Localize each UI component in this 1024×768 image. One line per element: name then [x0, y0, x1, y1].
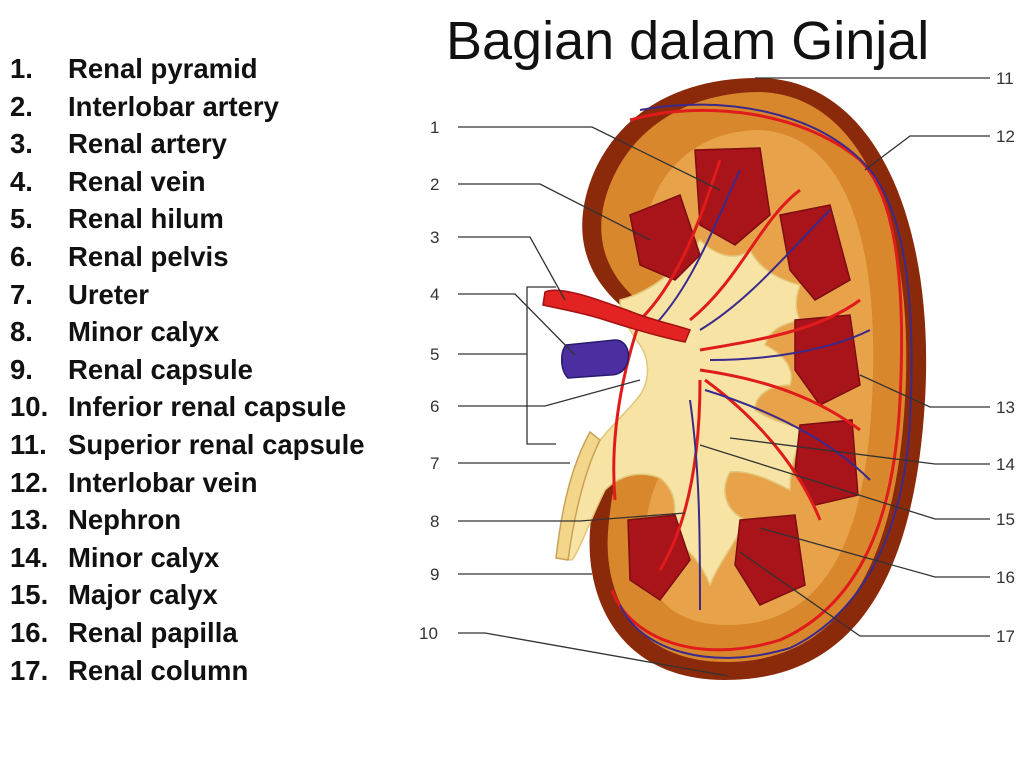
legend-label: Ureter [68, 278, 150, 310]
callout-number: 3 [430, 228, 439, 247]
legend-number: 2. [10, 90, 33, 122]
callout-number: 8 [430, 512, 439, 531]
legend-item: 16. Renal papilla [10, 614, 365, 652]
leader-line-10 [458, 632, 729, 677]
legend-label: Renal vein [68, 165, 206, 197]
legend-number: 4. [10, 165, 33, 197]
renal-artery-shape [542, 289, 692, 343]
callout-number: 10 [419, 624, 438, 643]
leader-lines [458, 77, 990, 677]
legend-label: Nephron [68, 504, 182, 536]
callout-number: 9 [430, 565, 439, 584]
legend-label: Minor calyx [68, 541, 220, 573]
leader-line-3 [458, 236, 566, 301]
leader-line-4 [458, 293, 576, 356]
legend-number: 12. [10, 466, 49, 498]
legend-label: Renal papilla [68, 616, 238, 648]
leader-line-16 [759, 527, 990, 578]
legend-item: 15. Major calyx [10, 576, 365, 614]
legend-item: 10. Inferior renal capsule [10, 388, 365, 426]
legend-item: 12. Interlobar vein [10, 464, 365, 502]
legend-label: Inferior renal capsule [68, 391, 347, 423]
legend-number: 5. [10, 203, 33, 235]
legend-number: 16. [10, 616, 49, 648]
legend-number: 13. [10, 504, 49, 536]
legend-number: 9. [10, 353, 33, 385]
legend-item: 8. Minor calyx [10, 313, 365, 351]
renal-pyramid [794, 314, 861, 406]
renal-vein-shape [561, 339, 630, 379]
renal-pyramid [734, 514, 806, 606]
callout-number: 6 [430, 397, 439, 416]
leader-line-6 [458, 379, 641, 407]
legend-label: Renal pyramid [68, 53, 258, 84]
legend-label: Renal capsule [68, 353, 253, 385]
leader-line-15 [699, 444, 990, 520]
legend-list: 1. Renal pyramid 2. Interlobar artery 3. Re… [10, 50, 365, 689]
legend-item: 7. Ureter [10, 276, 365, 314]
callout-number: 12 [996, 127, 1015, 146]
legend-item: 1. Renal pyramid [10, 50, 365, 88]
legend-item: 3. Renal artery [10, 125, 365, 163]
legend-number: 1. [10, 53, 33, 84]
callout-number: 2 [430, 175, 439, 194]
legend-item: 11. Superior renal capsule [10, 426, 365, 464]
legend-label: Major calyx [68, 579, 218, 611]
legend-label: Interlobar vein [68, 466, 258, 498]
legend-item: 6. Renal pelvis [10, 238, 365, 276]
legend-label: Renal hilum [68, 203, 224, 235]
legend-item: 2. Interlobar artery [10, 88, 365, 126]
renal-pyramid [794, 419, 859, 506]
legend-number: 14. [10, 541, 49, 573]
legend-number: 8. [10, 316, 33, 348]
legend-item: 4. Renal vein [10, 163, 365, 201]
legend-label: Superior renal capsule [68, 428, 365, 460]
legend-item: 13. Nephron [10, 501, 365, 539]
leader-line-1 [458, 126, 721, 191]
legend-number: 10. [10, 391, 49, 423]
page-title: Bagian dalam Ginjal [446, 11, 930, 71]
legend-number: 6. [10, 240, 33, 272]
leader-line-5-bracket [526, 286, 556, 445]
leader-line-17 [739, 551, 990, 637]
leader-line-12 [864, 135, 990, 171]
callout-number: 17 [996, 627, 1015, 646]
callout-number: 13 [996, 398, 1015, 417]
callout-number: 15 [996, 510, 1015, 529]
callout-number: 5 [430, 345, 439, 364]
legend-number: 7. [10, 278, 33, 310]
legend-label: Renal artery [68, 128, 227, 160]
legend-label: Minor calyx [68, 316, 220, 348]
legend-number: 17. [10, 654, 49, 686]
renal-pyramid [694, 147, 771, 246]
legend-item: 14. Minor calyx [10, 539, 365, 577]
legend-number: 11. [10, 428, 47, 460]
legend-label: Renal column [68, 654, 249, 686]
ureter-shape [555, 430, 601, 561]
renal-veins-network [619, 103, 913, 659]
legend-label: Renal pelvis [68, 240, 229, 272]
callout-number: 1 [430, 118, 439, 137]
callout-number: 4 [430, 285, 439, 304]
legend-item: 5. Renal hilum [10, 200, 365, 238]
leader-line-13 [859, 374, 990, 408]
callout-number: 7 [430, 454, 439, 473]
callout-number: 14 [996, 455, 1015, 474]
legend-label: Interlobar artery [68, 90, 279, 122]
legend-item: 17. Renal column [10, 652, 365, 690]
renal-arteries [610, 108, 904, 652]
legend-number: 15. [10, 579, 49, 611]
leader-line-8 [458, 512, 686, 522]
callout-number: 11 [996, 69, 1014, 88]
legend-item: 9. Renal capsule [10, 351, 365, 389]
renal-pyramids [627, 147, 861, 606]
renal-pyramid [779, 204, 851, 301]
leader-line-2 [458, 183, 651, 241]
legend-number: 3. [10, 128, 33, 160]
leader-line-14 [729, 437, 990, 465]
callout-number: 16 [996, 568, 1015, 587]
renal-pyramid [627, 514, 691, 602]
